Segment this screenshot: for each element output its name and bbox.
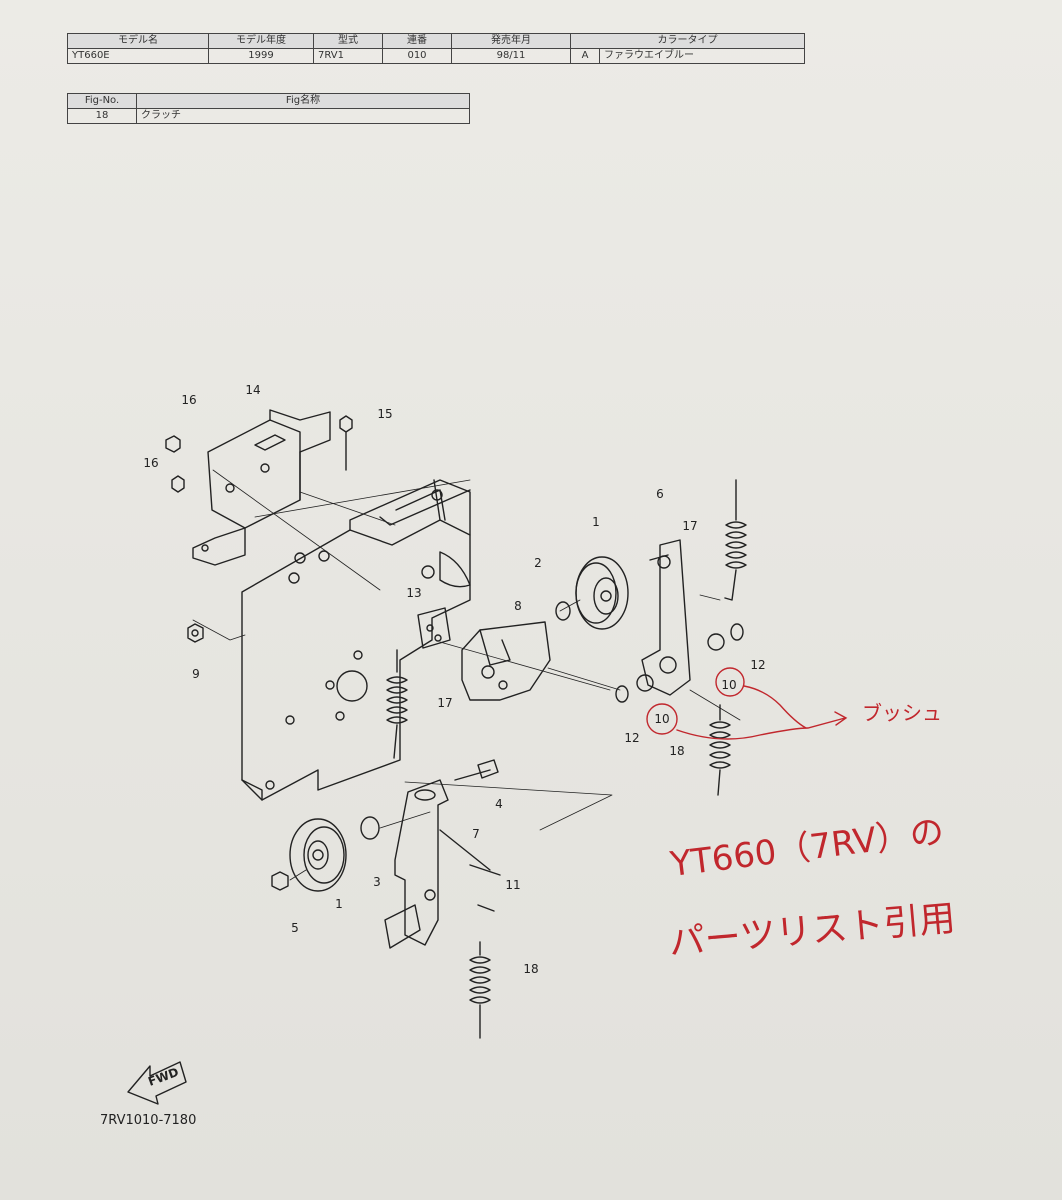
callout-13: 13: [406, 586, 421, 600]
callout-16: 16: [181, 393, 196, 407]
cell-fig-name: クラッチ: [136, 108, 470, 124]
spring-18-lower: [469, 941, 491, 1039]
cell-model-year: 1999: [208, 48, 314, 64]
nut-5: [271, 871, 289, 891]
bushing-10-left: [636, 674, 654, 692]
annotation-bushing: ブッシュ: [862, 701, 942, 725]
callout-7: 7: [472, 827, 480, 841]
callout-15: 15: [377, 407, 392, 421]
callout-9: 9: [192, 667, 200, 681]
pin-11: [477, 904, 495, 912]
header-model-year: モデル年度: [208, 33, 314, 49]
plate-13: [417, 607, 451, 649]
callout-12: 12: [624, 731, 639, 745]
washer-12-right: [730, 623, 744, 641]
spring-17-right: [724, 479, 747, 601]
callout-4: 4: [495, 797, 503, 811]
bracket-8: [461, 621, 551, 701]
callout-18: 18: [523, 962, 538, 976]
callout-16: 16: [143, 456, 158, 470]
bolt-4: [454, 759, 499, 781]
callout-1: 1: [592, 515, 600, 529]
header-fig-no: Fig-No.: [67, 93, 137, 109]
frame-plate: [241, 519, 471, 801]
diagram-code: 7RV1010-7180: [100, 1113, 197, 1128]
callout-1: 1: [335, 897, 343, 911]
fig-info-table: Fig-No. Fig名称 18 クラッチ: [67, 93, 470, 124]
header-type: 型式: [313, 33, 383, 49]
fwd-label: FWD: [146, 1065, 180, 1089]
spring-17-left: [386, 649, 408, 759]
callout-11: 11: [505, 878, 520, 892]
callout-17: 17: [682, 519, 697, 533]
circlip-2: [555, 601, 571, 621]
spring-18-right: [709, 704, 731, 796]
annotation-line-2: パーツリスト引用: [667, 898, 957, 964]
callout-2: 2: [534, 556, 542, 570]
pedal-pad: [384, 904, 421, 949]
model-info-table: モデル名 モデル年度 型式 連番 発売年月 カラータイプ YT660E 1999…: [67, 33, 805, 64]
bolt-15: [339, 415, 353, 471]
callout-3: 3: [373, 875, 381, 889]
callout-10: 10: [654, 712, 669, 726]
highlight-circle-10-right: [715, 667, 745, 697]
pulley-lower: [289, 818, 347, 892]
callout-6: 6: [656, 487, 664, 501]
annotation-arrow: [676, 711, 848, 740]
cell-type: 7RV1: [313, 48, 383, 64]
callout-5: 5: [291, 921, 299, 935]
frame-hole-large: [336, 670, 368, 702]
bolt-16-lower: [171, 475, 185, 493]
bolt-16-upper: [165, 435, 181, 453]
header-release: 発売年月: [451, 33, 571, 49]
bushing-3: [360, 816, 380, 840]
annotation-line-1: YT660（7RV）の: [667, 812, 946, 885]
fwd-arrow-icon: [127, 1061, 187, 1105]
callout-18: 18: [669, 744, 684, 758]
callout-8: 8: [514, 599, 522, 613]
callout-14: 14: [245, 383, 260, 397]
lever-7: [394, 779, 449, 946]
callout-10: 10: [721, 678, 736, 692]
nut-9: [187, 623, 204, 643]
highlight-circle-10-left: [646, 703, 678, 735]
arm-6: [641, 539, 691, 696]
bushing-10-right: [707, 633, 725, 651]
callout-12: 12: [750, 658, 765, 672]
callout-17: 17: [437, 696, 452, 710]
washer-12-left: [615, 685, 629, 703]
cell-color-code: A: [570, 48, 600, 64]
cell-color-name: ファラウエイブルー: [599, 48, 805, 64]
